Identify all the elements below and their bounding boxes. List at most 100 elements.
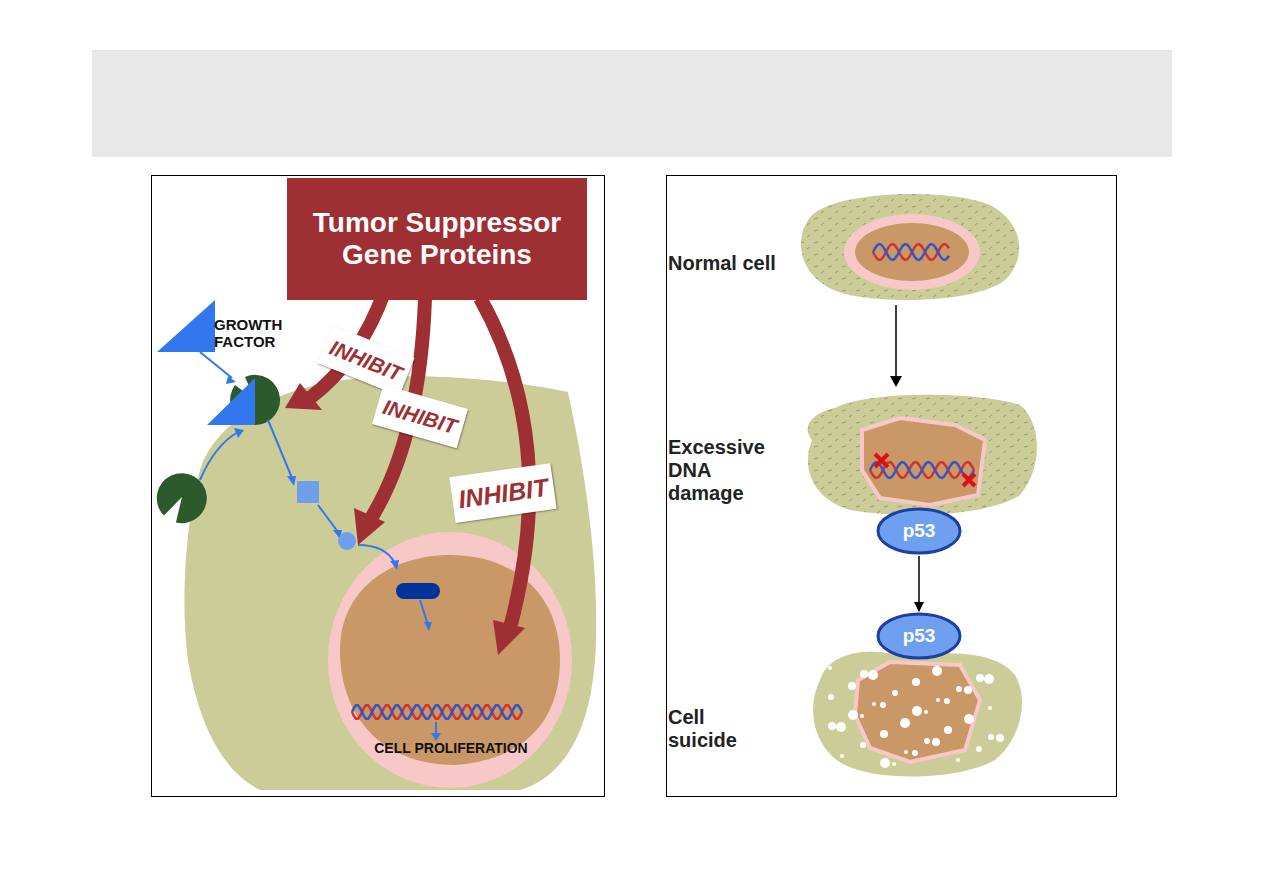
p53-circle: p53 — [876, 507, 962, 555]
vacuole — [988, 706, 992, 710]
vacuole — [924, 710, 928, 714]
damage-mark — [963, 474, 975, 486]
vacuole — [892, 690, 898, 696]
process-label: CELL PROLIFERATION — [356, 740, 546, 756]
vacuole — [848, 710, 858, 720]
damaged-cell — [808, 395, 1037, 515]
right-panel — [667, 176, 1117, 797]
vacuole — [860, 742, 866, 748]
vacuole — [956, 686, 962, 692]
vacuole — [984, 674, 994, 684]
signal-arrow — [318, 505, 338, 532]
nuclear-envelope — [328, 532, 572, 788]
vacuole — [860, 670, 868, 678]
protein-box: Tumor Suppressor Gene Proteins — [287, 178, 587, 300]
vacuole — [828, 666, 832, 670]
vacuole — [988, 734, 994, 740]
vacuole — [932, 738, 940, 746]
fragmented-nucleus — [855, 662, 980, 762]
signal-arrow — [268, 420, 292, 478]
vacuole — [840, 754, 844, 758]
signal-arrow — [358, 545, 395, 563]
transcription-factor — [396, 583, 440, 599]
vacuole — [900, 718, 910, 728]
node-text: Tumor Suppressor Gene Proteins — [301, 207, 573, 271]
arrowhead — [890, 376, 902, 387]
nuclear-envelope — [844, 214, 980, 290]
inhibit-arrow — [480, 298, 529, 628]
signal-arrow — [200, 432, 238, 480]
stage-label: Excessive DNA damage — [668, 436, 780, 505]
node-text: p53 — [903, 520, 936, 542]
node-text: p53 — [903, 625, 936, 647]
damage-mark — [875, 454, 888, 467]
dna-strand — [352, 705, 522, 718]
ellipse-shape — [878, 509, 960, 553]
vacuole — [868, 670, 878, 680]
cytoplasm-texture — [808, 395, 1037, 515]
normal-cell — [801, 194, 1019, 300]
vacuole — [912, 750, 918, 756]
vacuole — [836, 722, 846, 732]
stage-label: Normal cell — [668, 252, 778, 275]
vacuole — [936, 698, 940, 702]
vacuole — [848, 682, 856, 690]
ellipse-shape — [878, 614, 960, 658]
vacuole — [964, 714, 974, 724]
damage-marks — [875, 454, 975, 486]
arrowhead — [431, 733, 441, 741]
growth-factor — [157, 300, 215, 352]
arrowhead — [234, 428, 244, 438]
signal-arrow — [420, 600, 428, 625]
damage-mark — [875, 454, 888, 467]
left-panel — [152, 176, 605, 797]
arrowhead — [424, 622, 432, 631]
vacuole — [880, 758, 890, 768]
dna-strand — [873, 244, 949, 260]
vacuole — [880, 730, 888, 738]
arrowhead — [390, 560, 399, 570]
vacuole — [924, 738, 930, 744]
vacuole — [912, 706, 922, 716]
vacuole — [996, 762, 1006, 772]
dying-cell — [813, 652, 1022, 777]
inhibit-arrows — [310, 290, 529, 628]
dna-strand — [352, 705, 522, 718]
step-arrow — [895, 305, 897, 378]
vacuole — [944, 698, 950, 704]
vacuole — [976, 674, 984, 682]
signal-arrow — [200, 352, 232, 378]
vacuole — [932, 666, 942, 676]
arrowhead — [287, 476, 296, 486]
damage-mark — [963, 474, 975, 486]
bound-growth-factor — [207, 378, 255, 425]
vacuole — [996, 734, 1004, 742]
step-arrow — [918, 556, 920, 611]
cell-body — [184, 376, 596, 790]
signal-protein — [338, 532, 356, 550]
vacuole — [904, 750, 908, 754]
arrowhead — [226, 376, 236, 384]
vacuole — [944, 726, 952, 734]
vacuole — [956, 758, 960, 762]
vacuole — [860, 714, 864, 718]
part-label: GROWTH FACTOR — [214, 316, 306, 351]
receptor — [148, 464, 216, 532]
arrowhead — [285, 383, 322, 410]
header-band — [92, 50, 1172, 157]
vacuole — [880, 702, 886, 708]
vacuole — [912, 678, 920, 686]
stage-label: Cell suicide — [668, 706, 778, 752]
vacuole — [976, 746, 982, 752]
nucleus — [340, 555, 560, 765]
p53-circle: p53 — [876, 612, 962, 660]
vacuole — [828, 694, 834, 700]
arrowhead — [354, 508, 385, 545]
vacuole — [892, 762, 896, 766]
dna-strand — [873, 244, 949, 260]
vacuole — [828, 722, 836, 730]
nucleus — [862, 418, 985, 505]
signal-protein — [297, 481, 319, 503]
